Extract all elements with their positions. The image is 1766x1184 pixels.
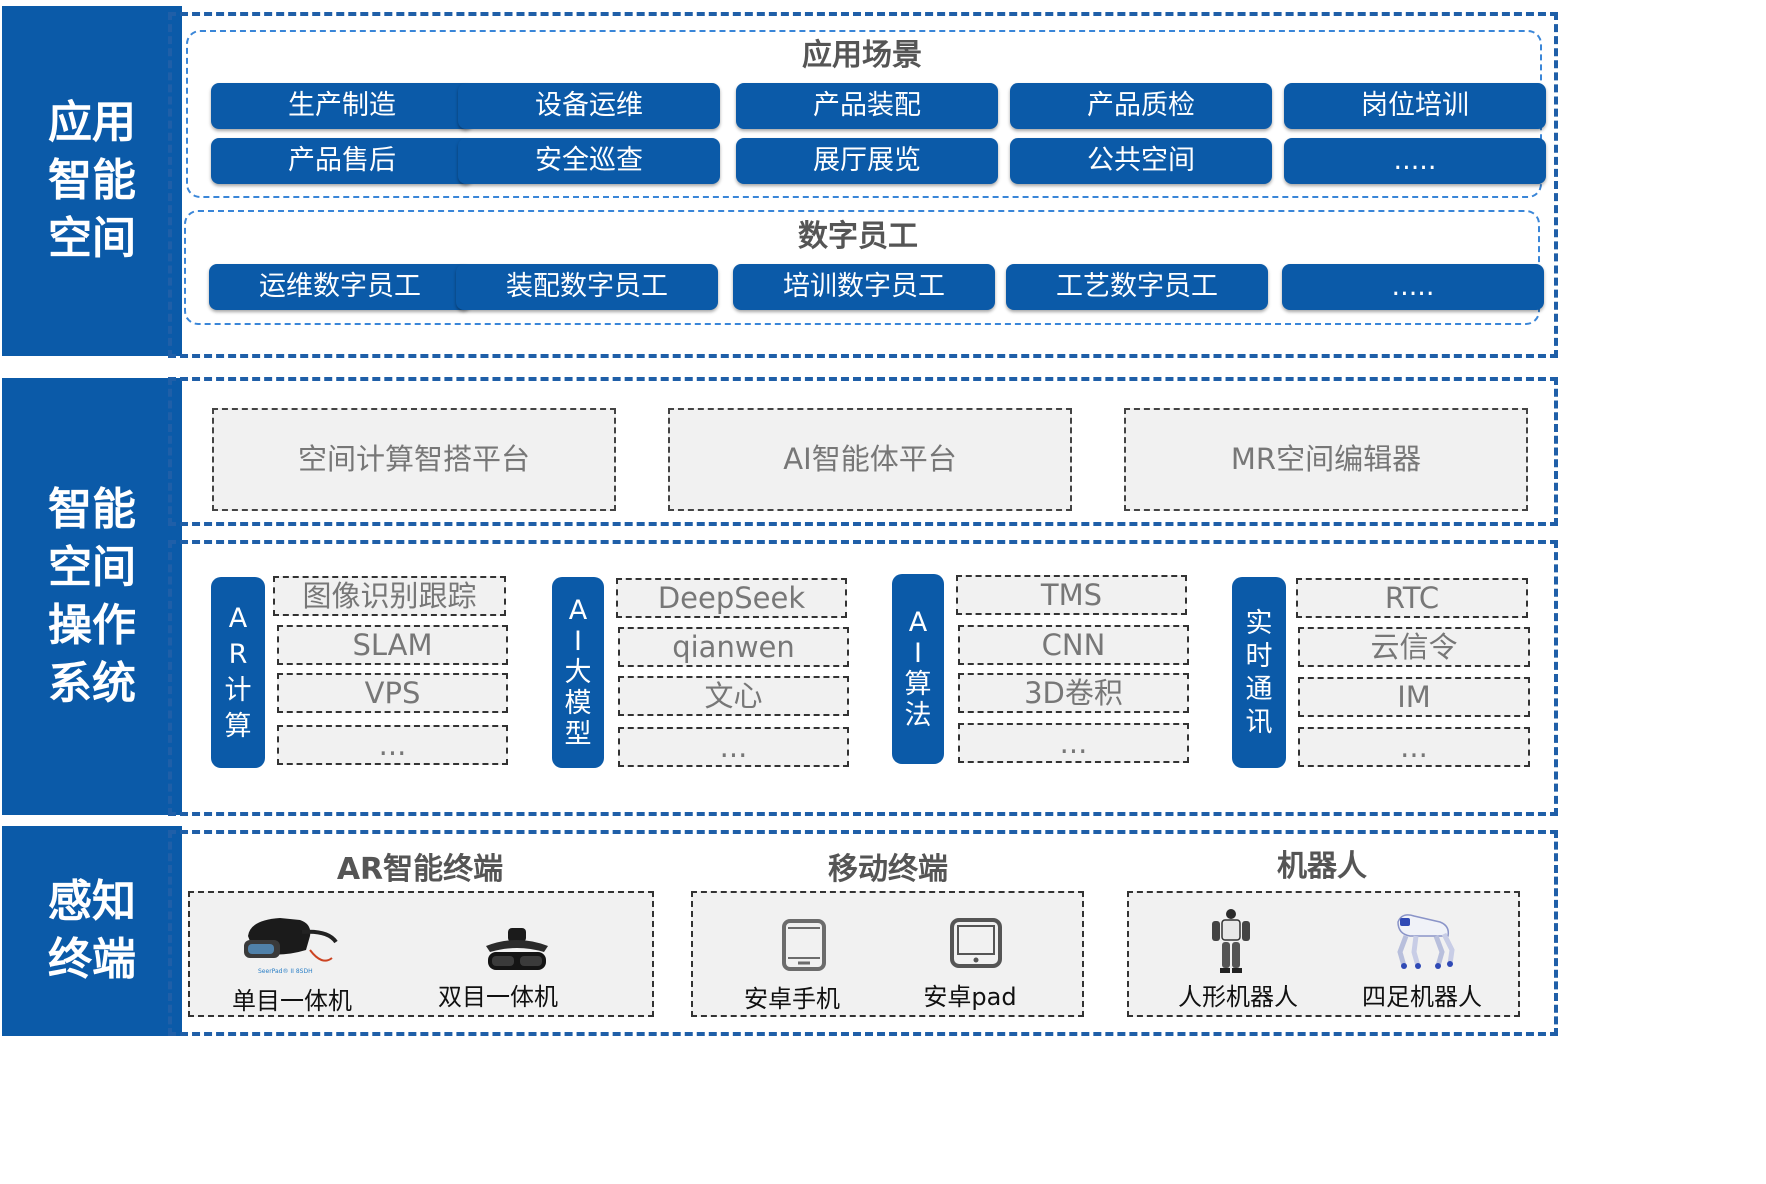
layer-label-application-space-text: 应用 智能 空间 — [48, 97, 136, 264]
device-label: 人形机器人 — [1178, 983, 1298, 1011]
capability-module[interactable]: TMS — [956, 575, 1187, 615]
platform-frame — [168, 377, 1558, 526]
capability-tag-llm: A I 大 模 型 — [552, 577, 604, 768]
capability-module[interactable]: 文心 — [618, 676, 849, 716]
scene-pill[interactable]: 产品质检 — [1010, 83, 1272, 129]
capability-tag-ar-text: A R 计 算 — [224, 602, 252, 742]
device-label: 安卓pad — [923, 983, 1017, 1011]
capability-module[interactable]: 3D卷积 — [958, 673, 1189, 713]
capability-module[interactable]: CNN — [958, 625, 1189, 665]
capability-module[interactable]: 图像识别跟踪 — [273, 576, 506, 616]
ar-headset-caption: SeerPad® II 8SDH — [258, 968, 313, 975]
digital-worker-pill[interactable]: 装配数字员工 — [456, 264, 718, 310]
ar-headset-icon[interactable] — [240, 914, 340, 974]
scene-pill[interactable]: 公共空间 — [1010, 138, 1272, 184]
phone-icon[interactable] — [778, 918, 830, 972]
scene-pill[interactable]: 展厅展览 — [736, 138, 998, 184]
tablet-icon[interactable] — [948, 916, 1004, 970]
layer-label-perception: 感知 终端 — [2, 826, 182, 1036]
digital-workers-title: 数字员工 — [798, 219, 918, 254]
scene-pill[interactable]: 安全巡查 — [458, 138, 720, 184]
scene-pill[interactable]: 设备运维 — [458, 83, 720, 129]
scenes-title: 应用场景 — [802, 38, 922, 73]
digital-worker-pill[interactable]: 运维数字员工 — [209, 264, 471, 310]
scene-pill[interactable]: 产品装配 — [736, 83, 998, 129]
digital-worker-pill[interactable]: 培训数字员工 — [733, 264, 995, 310]
capability-tag-rtc: 实 时 通 讯 — [1232, 577, 1286, 768]
capability-module[interactable]: DeepSeek — [616, 578, 847, 618]
capability-module[interactable]: ... — [958, 723, 1189, 763]
device-label: 单目一体机 — [232, 987, 352, 1015]
humanoid-robot-icon[interactable] — [1208, 908, 1254, 974]
capability-module[interactable]: 云信令 — [1298, 627, 1530, 667]
capability-module[interactable]: qianwen — [618, 627, 849, 667]
capability-tag-rtc-text: 实 时 通 讯 — [1245, 607, 1273, 738]
quadruped-robot-icon[interactable] — [1388, 908, 1458, 970]
platform-box[interactable]: AI智能体平台 — [668, 408, 1072, 511]
scene-pill-more[interactable]: ..... — [1284, 138, 1546, 184]
scene-pill[interactable]: 岗位培训 — [1284, 83, 1546, 129]
layer-label-os: 智能 空间 操作 系统 — [2, 378, 182, 815]
scene-pill[interactable]: 产品售后 — [211, 138, 473, 184]
capability-module[interactable]: SLAM — [277, 625, 508, 665]
capability-module[interactable]: IM — [1298, 677, 1530, 717]
terminal-group-mobile — [691, 891, 1084, 1017]
capability-module[interactable]: ... — [618, 727, 849, 767]
digital-worker-pill[interactable]: 工艺数字员工 — [1006, 264, 1268, 310]
capability-module[interactable]: RTC — [1296, 578, 1528, 618]
capability-tag-algorithm-text: A I 算 法 — [904, 607, 932, 731]
layer-label-application-space: 应用 智能 空间 — [2, 6, 182, 356]
capability-tag-algorithm: A I 算 法 — [892, 574, 944, 764]
terminal-group-robot — [1127, 891, 1520, 1017]
ar-glasses-icon[interactable] — [482, 926, 552, 974]
capability-module[interactable]: ... — [277, 725, 508, 765]
terminal-group-title-robot: 机器人 — [1277, 849, 1367, 884]
device-label: 四足机器人 — [1362, 983, 1482, 1011]
application-space-frame — [168, 12, 1558, 358]
capability-module[interactable]: ... — [1298, 727, 1530, 767]
device-label: 安卓手机 — [744, 985, 840, 1013]
layer-label-perception-text: 感知 终端 — [48, 876, 136, 985]
platform-box[interactable]: 空间计算智搭平台 — [212, 408, 616, 511]
digital-worker-pill-more[interactable]: ..... — [1282, 264, 1544, 310]
capability-module[interactable]: VPS — [277, 673, 508, 713]
terminals-frame — [168, 830, 1558, 1036]
terminal-group-title-ar: AR智能终端 — [336, 852, 504, 887]
device-label: 双目一体机 — [438, 983, 558, 1011]
layer-label-os-text: 智能 空间 操作 系统 — [48, 483, 136, 709]
capabilities-frame — [168, 540, 1558, 816]
capability-tag-llm-text: A I 大 模 型 — [564, 595, 592, 750]
platform-box[interactable]: MR空间编辑器 — [1124, 408, 1528, 511]
terminal-group-title-mobile: 移动终端 — [828, 852, 948, 887]
scene-pill[interactable]: 生产制造 — [211, 83, 473, 129]
capability-tag-ar: A R 计 算 — [211, 577, 265, 768]
